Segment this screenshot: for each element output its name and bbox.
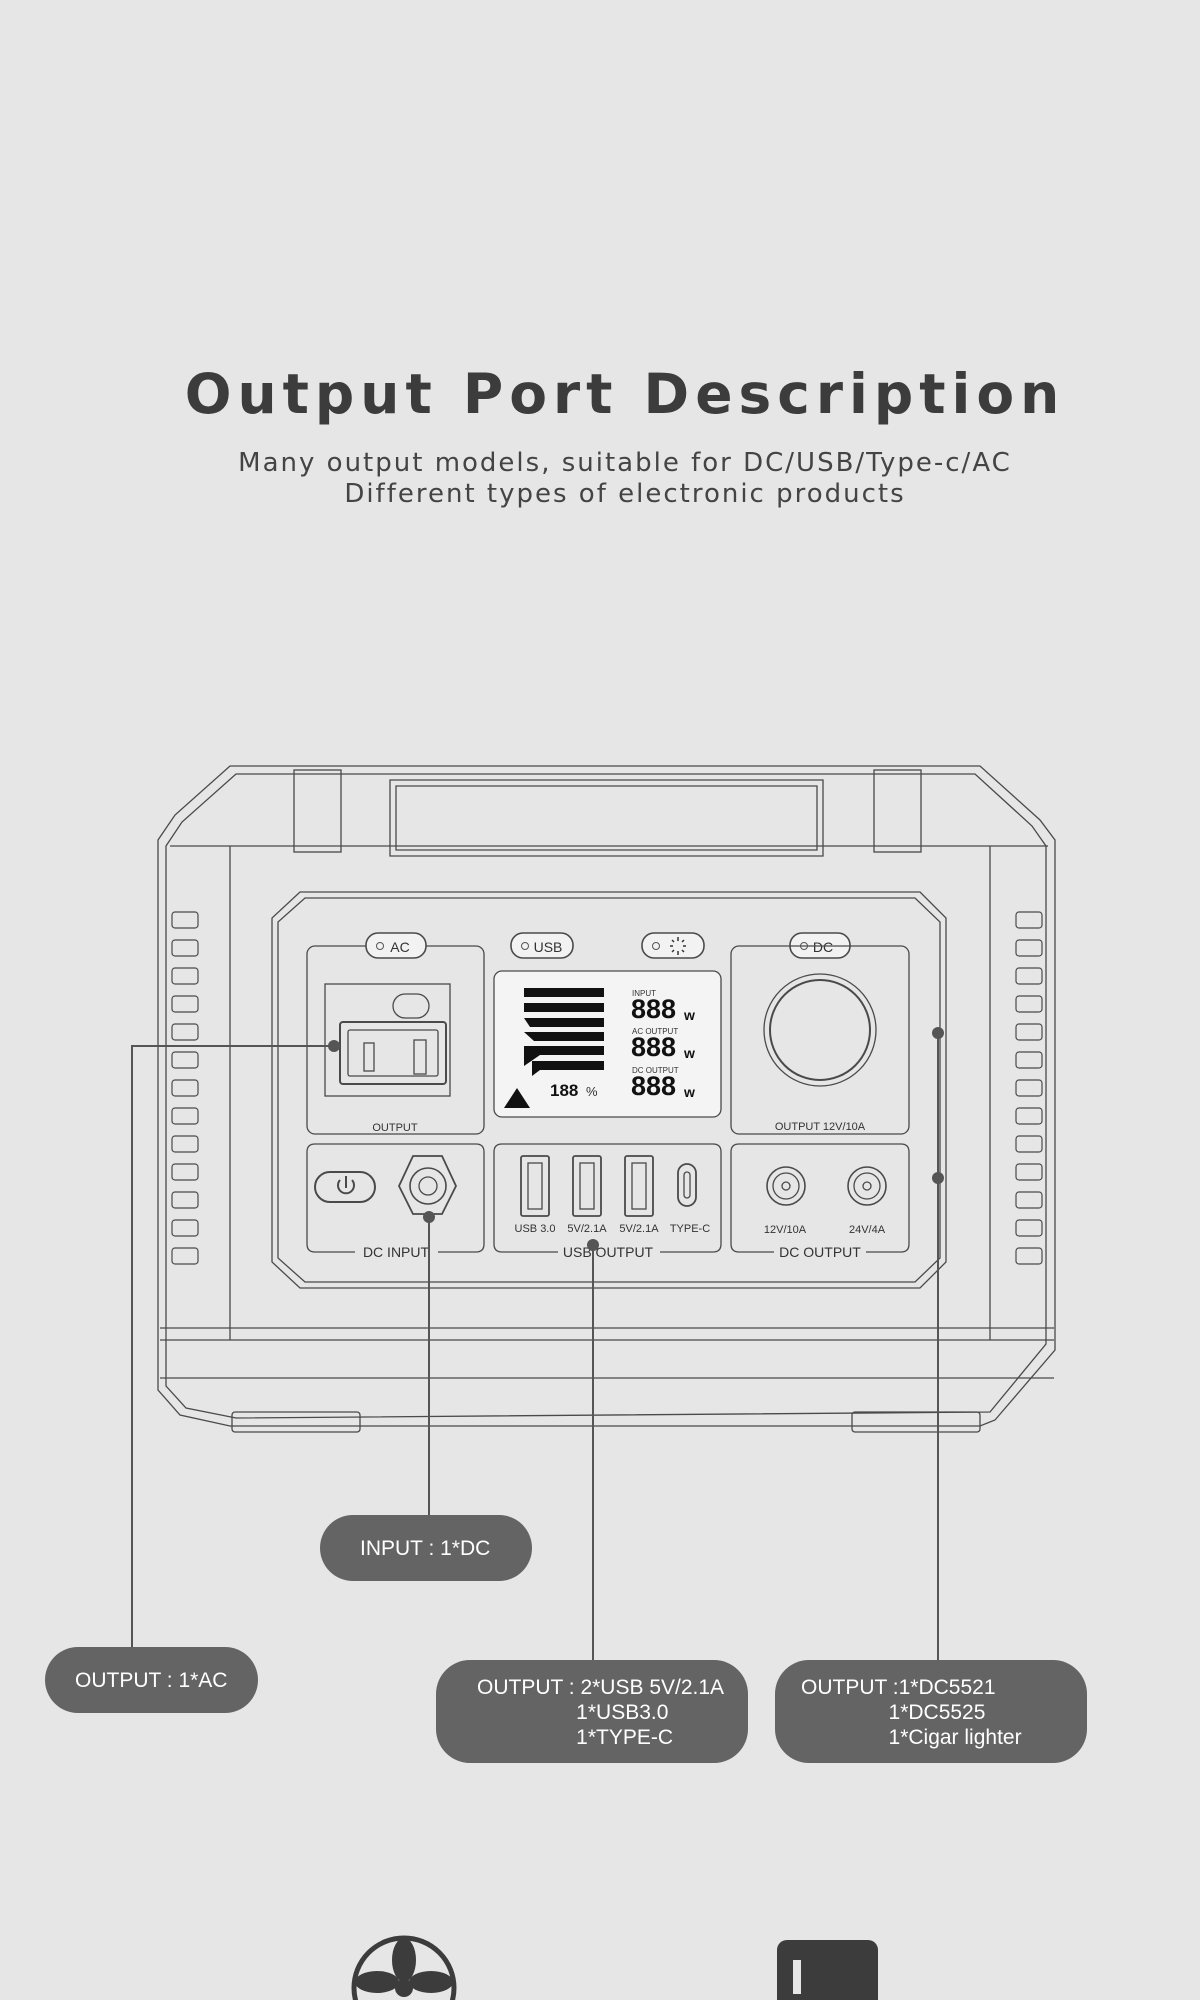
lcd-dc-digits: 888 — [631, 1071, 676, 1101]
battery-icon — [777, 1940, 878, 2000]
ac-socket[interactable] — [339, 1021, 447, 1085]
lcd-percent-digits: 188 — [550, 1081, 578, 1100]
dc5525-port[interactable] — [847, 1166, 887, 1206]
dc-port-label: 12V/10A — [764, 1224, 807, 1236]
dc-output-panel — [730, 945, 910, 1135]
dc-button-label: DC — [813, 939, 833, 955]
ac-button-label: AC — [390, 939, 409, 955]
lcd-input-label: INPUT — [632, 989, 656, 998]
device-foot — [231, 1411, 361, 1433]
usb-output-panel — [493, 1143, 722, 1253]
dc-input-port[interactable] — [398, 1155, 457, 1215]
lcd-unit: w — [683, 1045, 695, 1061]
callout-ac-output: OUTPUT : 1*AC — [45, 1647, 258, 1713]
lcd-unit: w — [683, 1084, 695, 1100]
battery-bars — [504, 988, 604, 1108]
percent-icon: % — [586, 1084, 598, 1099]
power-button[interactable] — [314, 1171, 376, 1203]
light-icon — [670, 937, 686, 955]
lcd-input-digits: 888 — [631, 994, 676, 1024]
usb-port-1[interactable] — [572, 1155, 602, 1217]
usb-port-label: 5V/2.1A — [567, 1223, 607, 1235]
side-vents-left — [171, 911, 199, 1265]
dc-output-lower-panel — [730, 1143, 910, 1253]
front-panel — [271, 891, 947, 1289]
device-foot — [851, 1411, 981, 1433]
subtitle-line: Many output models, suitable for DC/USB/… — [238, 448, 1012, 478]
usb-port-2[interactable] — [624, 1155, 654, 1217]
usb-port-label: 5V/2.1A — [619, 1223, 659, 1235]
dc-output-section-label: DC OUTPUT — [779, 1244, 861, 1260]
lcd-ac-digits: 888 — [631, 1032, 676, 1062]
dc-input-panel — [306, 1143, 485, 1253]
handle-clip — [873, 769, 922, 853]
usb-port-label: USB 3.0 — [515, 1223, 556, 1235]
side-vents-right — [1015, 911, 1043, 1265]
type-c-port[interactable] — [677, 1163, 697, 1207]
fan-icon — [351, 1935, 457, 2000]
dc5521-port[interactable] — [766, 1166, 806, 1206]
lcd-dc-output-label: DC OUTPUT — [632, 1066, 679, 1075]
page-title: Output Port Description — [184, 362, 1066, 426]
dc-panel-label: OUTPUT 12V/10A — [775, 1121, 866, 1133]
device-body-inner — [165, 773, 1047, 1419]
callout-usb-output: OUTPUT : 2*USB 5V/2.1A 1*USB3.0 1*TYPE-C — [436, 1660, 748, 1763]
cigar-lighter-port[interactable] — [763, 973, 877, 1087]
handle-clip — [293, 769, 342, 853]
lcd-ac-output-label: AC OUTPUT — [632, 1027, 678, 1036]
handle — [389, 779, 824, 857]
usb-button-label: USB — [534, 939, 563, 955]
ac-panel-label: OUTPUT — [372, 1122, 418, 1134]
usb-button[interactable] — [510, 932, 574, 959]
dc-port-label: 24V/4A — [849, 1224, 886, 1236]
usb-output-section-label: USB OUTPUT — [563, 1244, 654, 1260]
lcd-unit: w — [683, 1007, 695, 1023]
callout-input: INPUT : 1*DC — [320, 1515, 532, 1581]
callout-lines — [131, 1033, 939, 1660]
ac-button[interactable] — [365, 932, 427, 959]
subtitle-line: Different types of electronic products — [344, 479, 906, 509]
usb-port-label: TYPE-C — [670, 1223, 710, 1235]
callout-dots — [328, 1027, 944, 1251]
dc-input-section-label: DC INPUT — [363, 1244, 430, 1260]
page-subtitle: Many output models, suitable for DC/USB/… — [0, 448, 1200, 510]
usb3-port[interactable] — [520, 1155, 550, 1217]
callout-dc-output: OUTPUT :1*DC5521 1*DC5525 1*Cigar lighte… — [775, 1660, 1087, 1763]
ac-outlet-panel — [306, 945, 485, 1135]
